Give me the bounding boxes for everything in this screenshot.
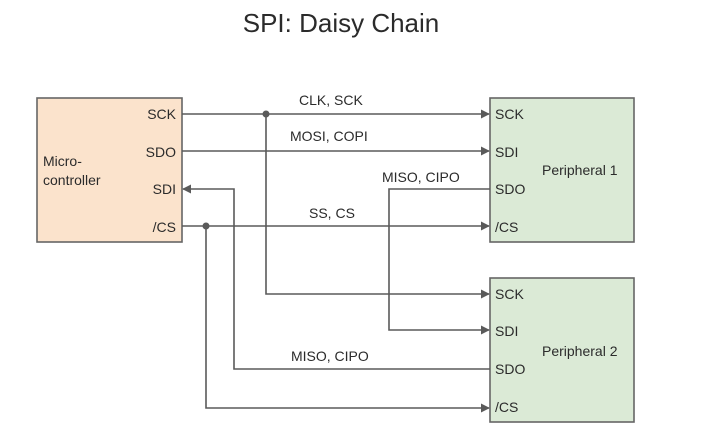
p2-pin-cs: /CS <box>495 399 518 415</box>
wire-cs-to-p2 <box>205 226 490 413</box>
p2-pin-sck: SCK <box>495 286 524 302</box>
microcontroller-box <box>36 97 183 243</box>
junction-dot-cs <box>202 222 210 230</box>
microcontroller-label-line2: controller <box>43 172 101 188</box>
wire-sck-to-p2 <box>265 114 490 299</box>
mcu-pin-sdo: SDO <box>146 144 176 160</box>
p1-pin-cs: /CS <box>495 219 518 235</box>
wire-p2-sdo-to-mcu-sdi <box>182 184 490 370</box>
wire-p1-sdo-to-p2-sdi <box>388 188 490 335</box>
p1-pin-sdi: SDI <box>495 144 518 160</box>
signal-label-clk: CLK, SCK <box>299 92 363 108</box>
mcu-pin-cs: /CS <box>153 219 176 235</box>
p1-pin-sck: SCK <box>495 106 524 122</box>
signal-label-mosi: MOSI, COPI <box>290 128 368 144</box>
peripheral-2-box <box>489 277 635 423</box>
microcontroller-label-line1: Micro- <box>43 153 82 169</box>
p1-pin-sdo: SDO <box>495 181 525 197</box>
p2-pin-sdo: SDO <box>495 361 525 377</box>
mcu-pin-sdi: SDI <box>153 181 176 197</box>
peripheral-2-label: Peripheral 2 <box>542 343 618 359</box>
signal-label-miso-upper: MISO, CIPO <box>382 169 460 185</box>
signal-label-ss: SS, CS <box>309 205 355 221</box>
peripheral-1-label: Peripheral 1 <box>542 162 618 178</box>
diagram-title: SPI: Daisy Chain <box>243 8 440 38</box>
peripheral-1-box <box>489 97 635 243</box>
signal-label-miso-lower: MISO, CIPO <box>291 348 369 364</box>
mcu-pin-sck: SCK <box>147 106 176 122</box>
peripheral-1-block: Peripheral 1 SCK SDI SDO /CS <box>489 97 635 243</box>
p2-pin-sdi: SDI <box>495 323 518 339</box>
microcontroller-block: Micro- controller SCK SDO SDI /CS <box>36 97 183 243</box>
peripheral-2-block: Peripheral 2 SCK SDI SDO /CS <box>489 277 635 423</box>
junction-dot-sck <box>262 110 270 118</box>
